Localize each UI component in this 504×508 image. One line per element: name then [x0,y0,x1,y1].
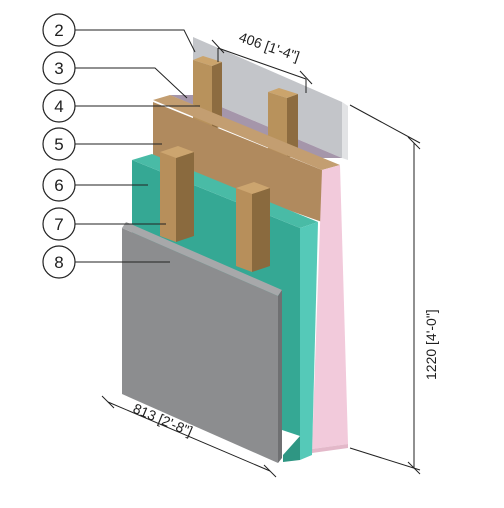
callout-4-number: 4 [54,97,63,116]
dimension-stud-spacing [211,39,313,93]
callout-3: 3 [42,51,188,99]
callout-8-number: 8 [54,253,63,272]
callout-5: 5 [42,127,162,161]
wood-sheathing [153,95,348,453]
cladding-panel [122,222,282,463]
dimension-wall-height [349,104,421,475]
callout-6-number: 6 [54,176,63,195]
wall-height-dimension-label: 1220 [4'-0"] [423,309,439,380]
wood-strapping-right [236,182,270,272]
callout-6: 6 [42,168,148,202]
callout-7-number: 7 [54,215,63,234]
callout-2: 2 [42,13,196,53]
callout-8: 8 [42,245,170,279]
gypsum-board [193,37,348,160]
dimension-panel-width [101,395,277,478]
stud-spacing-dimension-label: 406 [1'-4"] [237,29,302,65]
callout-7: 7 [42,207,166,241]
callout-5-number: 5 [54,135,63,154]
wood-strapping-left [160,146,194,242]
callout-4: 4 [42,89,200,123]
callout-3-number: 3 [54,59,63,78]
callout-2-number: 2 [54,21,63,40]
